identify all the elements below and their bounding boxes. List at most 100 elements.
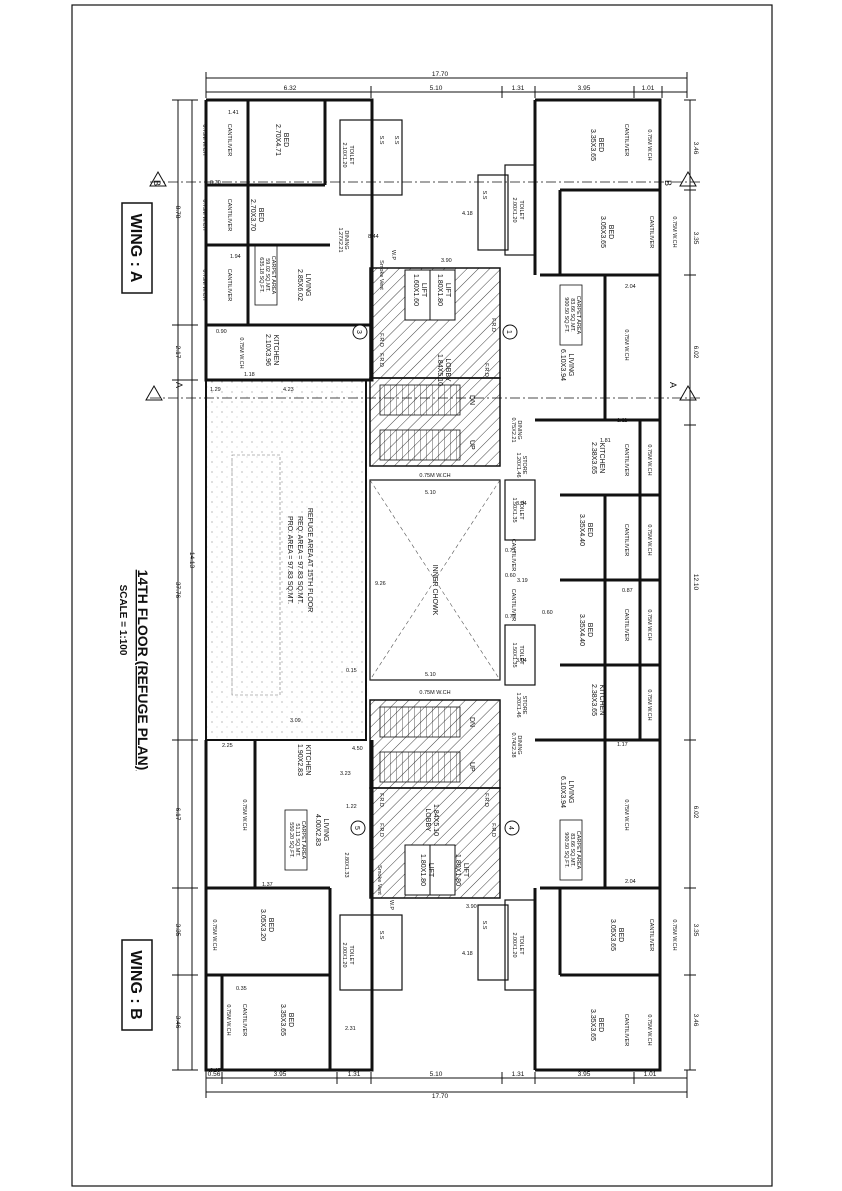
frd-top-2: F.R.D [490,318,496,332]
idim-34: 4.18 [462,951,473,957]
wch-mid-3: 0.75M W.CH [646,609,652,640]
stair-top-dn: DN [468,395,475,405]
idim-17: 0.60 [505,573,516,579]
toilet-a-1-size: 2.10X1.20 [341,142,347,167]
idim-9: 3.90 [441,258,452,264]
toilet-mid-2-size: 1.50X1.35 [511,642,517,667]
sheet-border [71,4,773,1187]
refuge-line-2: REQ. AREA = 97.83 SQ.MT. [296,516,303,604]
wch-5-3: 0.75M W.CH [225,1004,231,1035]
lobby-bottom-label: 1.84X5.10LOBBY [424,804,439,836]
dim-top-5: 1.01 [642,85,655,92]
room-bed-305x365-b: BED3.05X3.65 [609,919,624,951]
drawing-title: 14TH FLOOR (REFUGE PLAN) SCALE = 1:100 [117,570,151,771]
internal-dimensions: 1.41 0.70 1.94 0.90 1.29 4.23 1.18 8.44 … [210,110,636,1074]
cantilever-mid-3: CANTILIVER [623,609,629,641]
idim-6: 4.23 [283,387,294,393]
idim-12: 1.81 [600,438,611,444]
cantilever-a-2: CANTILIVER [226,199,232,231]
wch-a-2: 0.75M W.CH [201,199,207,230]
idim-33: 3.90 [466,904,477,910]
frd-bottom-1: F.R.D [483,793,489,807]
room-living-1: LIVING6.10X3.94 [559,349,574,381]
wch-1-3: 0.75M W.CH [623,329,629,360]
dim-right-1: 3.46 [692,142,699,155]
idim-19: 0.87 [622,588,633,594]
idim-31: 1.17 [617,742,628,748]
room-bed-305x320: BED3.05X3.20 [259,909,274,941]
section-marker-b-left: B [152,180,162,186]
dim-right-7: 3.46 [692,1014,699,1027]
wing-a-label: WING : A [121,202,153,294]
ss-5-1: S.S [378,931,384,940]
idim-1: 1.41 [228,110,239,116]
carpet-area-5: CARPET AREA51.11 SQ.MT.550.20 SQ.FT. [288,821,306,860]
dim-right-3: 6.02 [692,346,699,359]
bottom-dimensions: 0.56 3.95 1.31 5.10 1.31 3.95 1.01 17.70 [205,1070,688,1100]
room-bed-270x471: BED2.70X4.71 [274,124,289,156]
section-marker-a-left: A [174,382,184,388]
dim-right-5: 6.02 [692,806,699,819]
room-dining-5: 2.80X1.33 [343,852,349,877]
room-labels: BED2.70X4.71 BED2.70X3.70 DINING1.27X2.2… [249,124,624,1041]
flat-number-1: 1 [505,330,512,334]
toilet-1-1: TOILET [518,200,524,220]
toilet-mid-1-size: 1.50X1.35 [511,497,517,522]
dim-bottom-4: 5.10 [430,1071,443,1078]
carpet-area-4: CARPET AREA83.66 SQ.MT.900.50 SQ.FT. [563,831,581,870]
inner-chowk: INNER CHOWK [369,479,501,681]
outer-walls [204,98,662,1072]
wch-1-1: 0.75M W.CH [646,129,652,160]
idim-21: 0.15 [346,668,357,674]
room-lift-1: LIFT1.60X1.60 [412,274,427,306]
idim-5: 1.29 [210,387,221,393]
room-kitchen-4: KITCHEN2.38X3.65 [590,684,605,716]
room-living-5: LIVING4.00X2.83 [314,814,329,846]
dim-top-2: 5.10 [430,85,443,92]
toilet-1-1-size: 2.00X1.20 [511,197,517,222]
room-dining-a: DINING1.27X2.21 [337,227,349,252]
lobby-top-label: LOBBY1.84X5.10 [436,354,451,386]
dim-top-1: 6.32 [284,85,297,92]
ss-a-1: S.S [378,136,384,145]
dim-bottom-6: 3.95 [578,1071,591,1078]
wch-a-4: 0.75M W.CH [238,337,244,368]
idim-4: 0.90 [216,329,227,335]
idim-15: 3.04 [516,501,527,507]
cantilever-1-2: CANTILIVER [648,216,654,248]
idim-16: 0.71 [505,548,516,554]
room-kitchen-5: KITCHEN1.90X2.83 [296,744,311,776]
dim-bottom-1: 0.56 [208,1071,221,1078]
room-lift-3: LIFT1.80X1.80 [454,854,469,886]
cantilever-mid-4: CANTILIVER [510,539,516,571]
dim-left-2: 2.17 [174,346,181,359]
wch-4-3: 0.75M W.CH [646,1014,652,1045]
refuge-line-1: REFUGE AREA AT 15TH FLOOR [306,508,313,612]
refuge-line-3: PRO. AREA = 97.83 SQ.MT. [286,516,293,604]
room-kitchen-a: KITCHEN2.10X3.96 [264,334,279,366]
idim-10: 4.18 [462,211,473,217]
ss-1-1: S.S [481,191,487,200]
wing-b-label: WING : B [121,939,153,1031]
toilet-5-1: TOILET [348,945,354,965]
flat-number-3: 3 [355,330,362,334]
idim-7: 1.18 [244,372,255,378]
dim-bottom-5: 1.31 [512,1071,525,1078]
flat-number-4: 4 [507,826,514,830]
toilet-mid-1: TOILET [518,500,524,520]
cantilever-mid-5: CANTILIVER [510,589,516,621]
inner-chowk-label: INNER CHOWK [431,565,438,616]
wch-a-3: 0.75M W.CH [201,269,207,300]
top-dimensions: 17.70 6.32 5.10 1.31 3.95 1.01 [205,71,688,98]
dim-left-4: 6.17 [174,808,181,821]
room-dining-4: DINING0.74X2.38 [510,732,522,757]
idim-26: 3.23 [340,771,351,777]
idim-23: 2.25 [222,743,233,749]
idim-8: 8.44 [368,234,379,240]
toilet-5-1-size: 2.00X1.20 [341,942,347,967]
dim-left-5: 3.35 [174,924,181,937]
drawing-title-main: 14TH FLOOR (REFUGE PLAN) [135,570,151,771]
room-dining-1: DINING0.75X2.21 [510,417,522,442]
toilet-4-1: TOILET [518,935,524,955]
